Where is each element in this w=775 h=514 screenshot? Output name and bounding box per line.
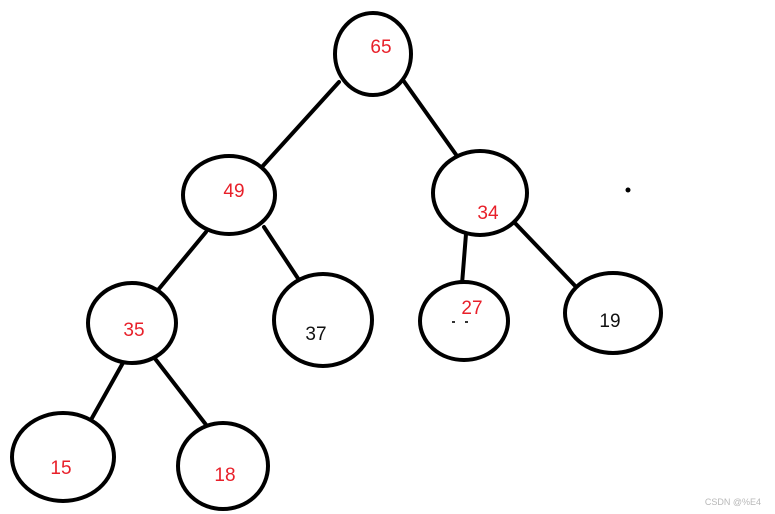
- stray-marks: [452, 187, 631, 323]
- tree-node-circle: [176, 421, 270, 511]
- tree-edge-34-19: [512, 220, 582, 293]
- tree-node-circle: [333, 11, 413, 97]
- watermark-text: CSDN @%E4: [705, 497, 761, 507]
- tree-edges: [90, 78, 582, 428]
- tree-node-35: 35: [86, 281, 178, 365]
- tree-edge-35-18: [151, 354, 209, 428]
- tree-edge-49-35: [156, 230, 208, 292]
- stray-mark-right: [465, 321, 468, 323]
- stray-dot: [625, 187, 631, 193]
- tree-node-circle: [10, 411, 116, 503]
- tree-node-label: 35: [123, 320, 144, 341]
- tree-edge-65-49: [259, 80, 341, 170]
- tree-node-circle: [431, 149, 529, 237]
- tree-edge-34-27: [460, 232, 468, 286]
- tree-node-label: 15: [50, 458, 71, 479]
- tree-node-circle: [563, 271, 663, 355]
- tree-node-label: 37: [305, 324, 326, 345]
- tree-edge-65-34: [401, 78, 459, 158]
- tree-node-19: 19: [563, 271, 663, 355]
- tree-node-37: 37: [272, 272, 374, 368]
- tree-edge-35-15: [90, 359, 126, 420]
- tree-node-27: 27: [418, 280, 510, 362]
- tree-edge-49-37: [262, 225, 305, 288]
- tree-node-18: 18: [176, 421, 270, 511]
- tree-node-15: 15: [10, 411, 116, 503]
- tree-node-label: 27: [461, 298, 482, 319]
- tree-node-65: 65: [333, 11, 413, 97]
- stray-mark-left: [452, 321, 455, 323]
- tree-node-circle: [272, 272, 374, 368]
- tree-node-label: 18: [214, 465, 235, 486]
- tree-node-49: 49: [181, 154, 277, 236]
- tree-node-circle: [418, 280, 510, 362]
- tree-node-label: 49: [223, 181, 244, 202]
- tree-node-label: 65: [370, 37, 391, 58]
- tree-node-circle: [86, 281, 178, 365]
- tree-nodes: 65 49 34 35 37 27 19 15 18: [10, 11, 663, 511]
- tree-node-label: 34: [477, 203, 499, 224]
- tree-node-circle: [181, 154, 277, 236]
- tree-node-label: 19: [599, 311, 620, 332]
- tree-node-34: 34: [431, 149, 529, 237]
